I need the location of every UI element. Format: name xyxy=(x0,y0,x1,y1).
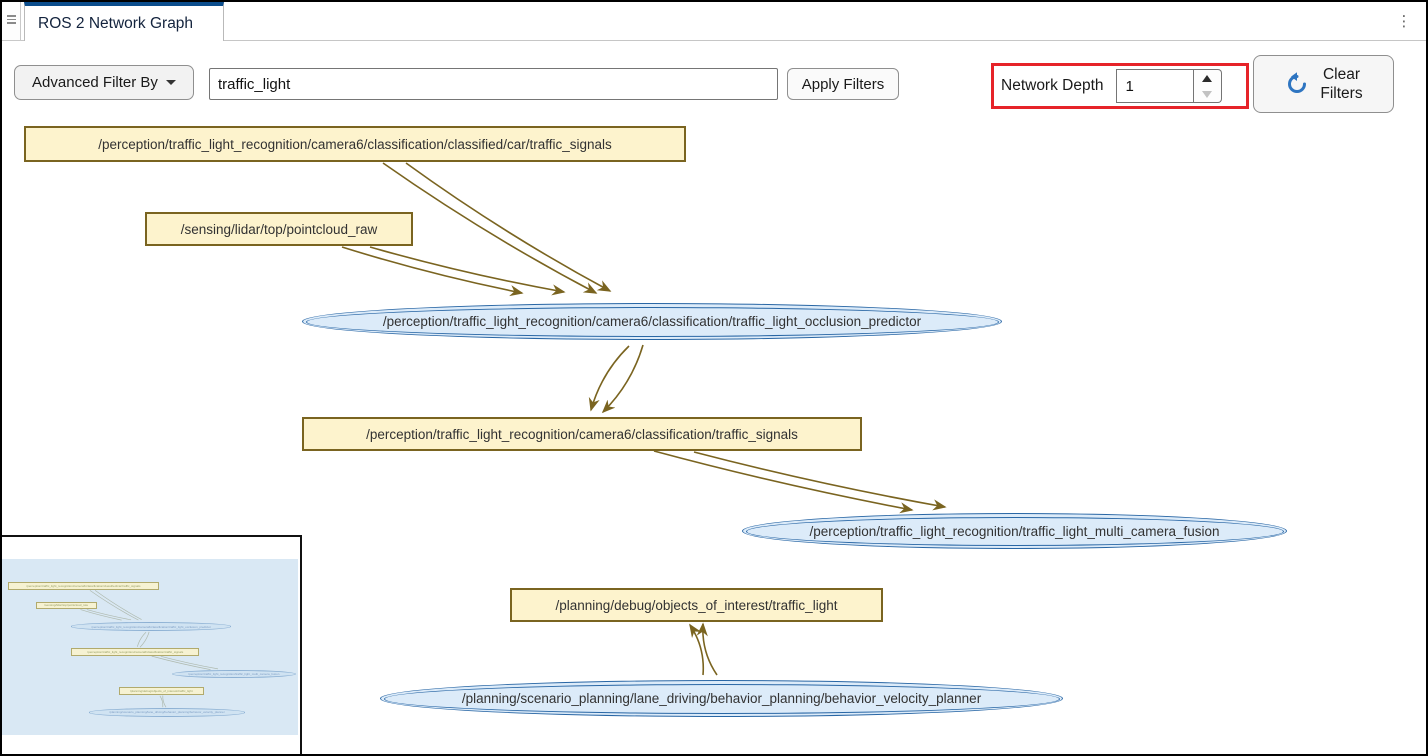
network-depth-label: Network Depth xyxy=(1001,77,1104,94)
clear-filters-button[interactable]: Clear Filters xyxy=(1253,55,1394,113)
network-depth-annotation-highlight: Network Depth 1 xyxy=(991,63,1249,109)
minimap-node: /planning/debug/objects_of_interest/traf… xyxy=(118,687,204,696)
tab-title: ROS 2 Network Graph xyxy=(38,14,194,32)
apply-filters-label: Apply Filters xyxy=(801,75,885,93)
spinner-up-button[interactable] xyxy=(1194,70,1221,86)
ros-node[interactable]: /perception/traffic_light_recognition/ca… xyxy=(302,303,1002,340)
spinner-down-button[interactable] xyxy=(1194,86,1221,102)
kebab-menu-icon[interactable]: ⋮ xyxy=(1396,12,1412,30)
undo-rotate-icon xyxy=(1288,72,1307,93)
ros-node[interactable]: /perception/traffic_light_recognition/tr… xyxy=(742,513,1287,549)
topic-node[interactable]: /perception/traffic_light_recognition/ca… xyxy=(302,417,862,451)
clear-filters-label-line1: Clear xyxy=(1322,66,1361,83)
tab-ros2-network-graph[interactable]: ROS 2 Network Graph xyxy=(24,2,225,41)
advanced-filter-by-label: Advanced Filter By xyxy=(32,74,158,91)
network-depth-value[interactable]: 1 xyxy=(1115,69,1194,103)
ros-node-label: /planning/scenario_planning/lane_driving… xyxy=(461,691,982,706)
caret-down-icon xyxy=(165,80,176,85)
minimap-node: /sensing/lidar/top/pointcloud_raw xyxy=(35,601,97,610)
advanced-filter-by-button[interactable]: Advanced Filter By xyxy=(14,65,194,100)
tab-bar xyxy=(2,2,1426,41)
minimap-node: /perception/traffic_light_recognition/tr… xyxy=(171,670,296,679)
ros-node-label: /perception/traffic_light_recognition/ca… xyxy=(382,314,922,329)
minimap-node: /perception/traffic_light_recognition/ca… xyxy=(8,582,159,591)
ros-node[interactable]: /planning/scenario_planning/lane_driving… xyxy=(380,680,1063,717)
minimap-node: /planning/scenario_planning/lane_driving… xyxy=(89,708,245,717)
down-arrow-icon xyxy=(1202,90,1213,98)
minimap-overview[interactable]: /perception/traffic_light_recognition/ca… xyxy=(2,535,302,754)
minimap-node: /perception/traffic_light_recognition/ca… xyxy=(71,622,231,631)
topic-node[interactable]: /sensing/lidar/top/pointcloud_raw xyxy=(145,212,413,246)
minimap-node: /perception/traffic_light_recognition/ca… xyxy=(71,648,200,657)
clear-filters-label-line2: Filters xyxy=(1320,85,1363,102)
network-depth-spinner[interactable]: 1 xyxy=(1115,69,1222,103)
filter-text-input[interactable] xyxy=(209,68,778,100)
topic-node[interactable]: /planning/debug/objects_of_interest/traf… xyxy=(510,588,883,622)
panel-grip-handle[interactable] xyxy=(2,2,21,41)
up-arrow-icon xyxy=(1202,74,1213,82)
apply-filters-button[interactable]: Apply Filters xyxy=(787,68,899,100)
topic-node[interactable]: /perception/traffic_light_recognition/ca… xyxy=(24,126,686,162)
ros-node-label: /perception/traffic_light_recognition/tr… xyxy=(809,523,1220,539)
